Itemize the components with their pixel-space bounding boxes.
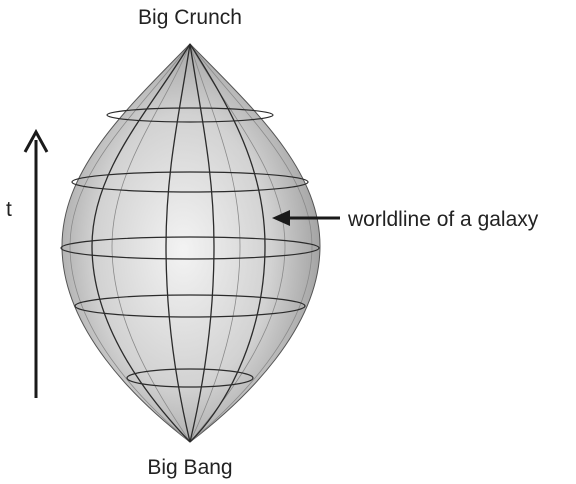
worldline-label: worldline of a galaxy — [348, 208, 538, 232]
big-crunch-label: Big Crunch — [0, 6, 380, 30]
big-bang-label: Big Bang — [0, 456, 380, 480]
time-axis-label: t — [6, 198, 12, 222]
time-arrow — [25, 132, 47, 398]
spacetime-surface — [62, 44, 320, 442]
